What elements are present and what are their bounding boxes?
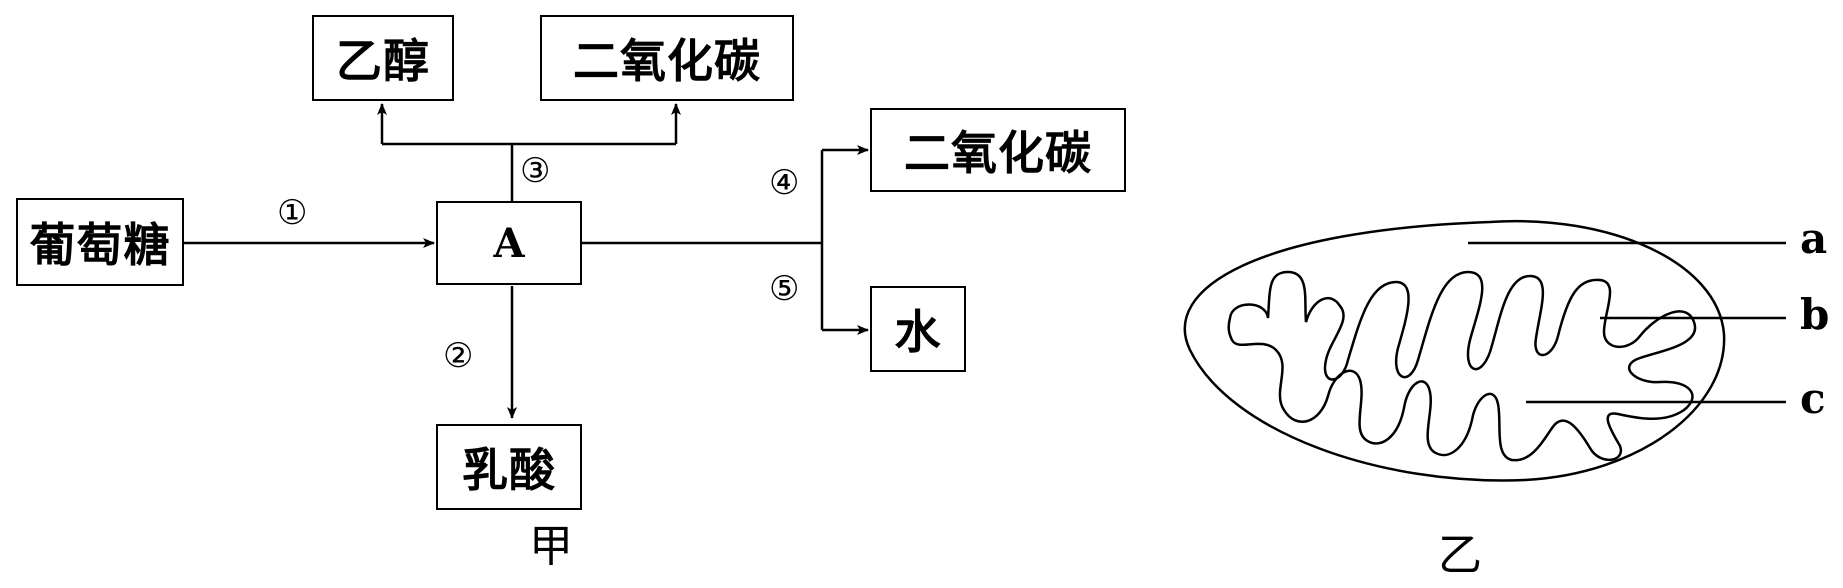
mitochondrion-outer-membrane bbox=[1183, 219, 1726, 482]
step-label-1: ① bbox=[277, 193, 308, 233]
node-co2-top: 二氧化碳 bbox=[540, 15, 794, 101]
caption-jia: 甲 bbox=[529, 521, 573, 572]
step-label-3: ③ bbox=[520, 151, 551, 191]
label-a: a bbox=[1800, 214, 1828, 263]
node-a: A bbox=[436, 201, 582, 285]
mitochondrion-inner-membrane bbox=[1227, 270, 1697, 462]
step-label-5: ⑤ bbox=[769, 269, 800, 309]
node-ethanol: 乙醇 bbox=[312, 15, 454, 101]
node-glucose: 葡萄糖 bbox=[16, 198, 184, 286]
node-lactic-acid: 乳酸 bbox=[436, 424, 582, 510]
label-c: c bbox=[1800, 374, 1826, 423]
step-label-2: ② bbox=[443, 336, 474, 376]
node-co2-right: 二氧化碳 bbox=[870, 108, 1126, 192]
node-water: 水 bbox=[870, 286, 966, 372]
caption-yi: 乙 bbox=[1438, 530, 1482, 581]
step-label-4: ④ bbox=[769, 163, 800, 203]
label-b: b bbox=[1800, 290, 1830, 339]
